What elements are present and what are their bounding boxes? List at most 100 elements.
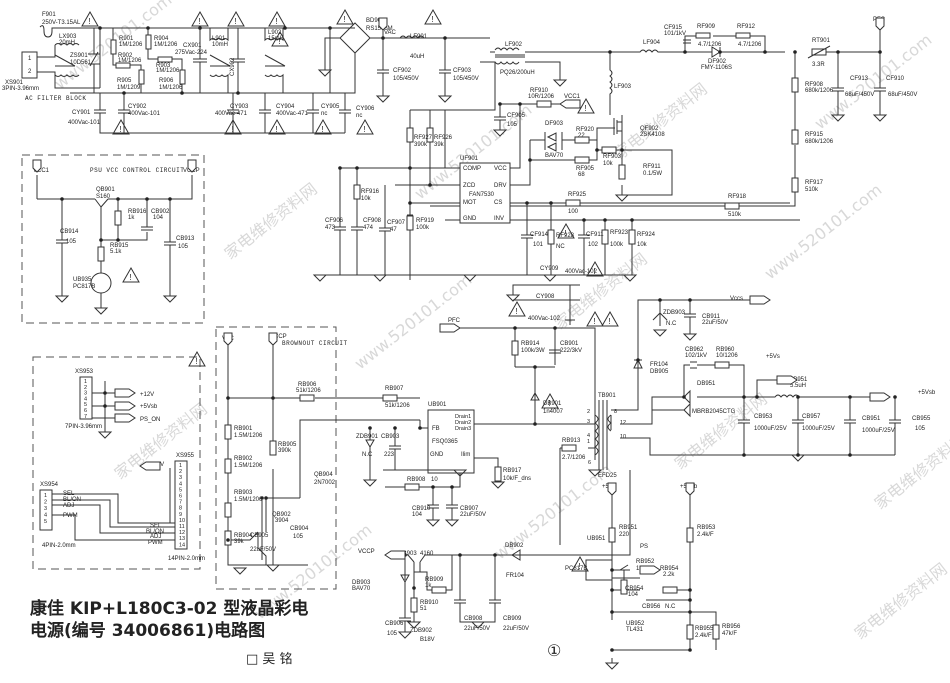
svg-text:nc: nc [356, 113, 362, 119]
svg-text:RB956: RB956 [722, 624, 741, 630]
svg-text:104: 104 [153, 215, 164, 221]
ground-icon [622, 274, 638, 282]
connector-pin-number: 11 [179, 524, 185, 530]
svg-text:CY905: CY905 [321, 104, 340, 110]
svg-text:QB902: QB902 [272, 512, 291, 518]
svg-text:1M/1206: 1M/1206 [156, 68, 180, 74]
svg-text:22uF/50V: 22uF/50V [460, 512, 486, 518]
svg-text:CB901: CB901 [560, 341, 579, 347]
svg-text:RF908: RF908 [805, 82, 824, 88]
svg-text:VCCP: VCCP [270, 334, 287, 340]
watermark-text: 家电维修资料网 [871, 429, 950, 513]
svg-text:RB909: RB909 [425, 577, 444, 583]
ground-icon [470, 621, 486, 629]
svg-text:CF913: CF913 [850, 76, 869, 82]
svg-text:2N7002: 2N7002 [314, 480, 336, 486]
svg-text:RF915: RF915 [805, 132, 824, 138]
svg-text:Drain3: Drain3 [455, 426, 471, 432]
junction-dot [742, 453, 746, 457]
junction-dot [518, 102, 522, 106]
svg-text:105/450V: 105/450V [453, 76, 479, 82]
svg-text:10k: 10k [361, 196, 372, 202]
warning-icon [271, 30, 289, 47]
svg-text:20mH: 20mH [59, 40, 75, 46]
connector-pin-number: 3 [44, 506, 47, 512]
svg-text:2SK4108: 2SK4108 [640, 132, 665, 138]
net-port-icon [875, 17, 885, 31]
watermark-text: 家电维修资料网 [551, 249, 651, 333]
svg-text:100: 100 [568, 209, 579, 215]
junction-dot [226, 538, 230, 542]
svg-text:1k: 1k [128, 215, 135, 221]
svg-text:RF928: RF928 [556, 233, 575, 239]
svg-text:RF926: RF926 [434, 135, 453, 141]
svg-text:ZDB901: ZDB901 [356, 434, 379, 440]
svg-text:PC817B: PC817B [73, 284, 95, 290]
junction-dot [658, 298, 662, 302]
svg-text:RB953: RB953 [697, 525, 716, 531]
svg-text:VCC1: VCC1 [564, 94, 581, 100]
svg-text:CB957: CB957 [802, 414, 821, 420]
svg-text:MOT: MOT [463, 200, 477, 206]
svg-text:RB955: RB955 [695, 626, 714, 632]
svg-text:RF911: RF911 [643, 164, 661, 170]
connector-pin-number: 5 [179, 487, 182, 493]
net-port-icon [384, 550, 406, 560]
svg-text:CY901: CY901 [72, 110, 91, 116]
junction-dot [848, 453, 852, 457]
junction-dot [498, 102, 502, 106]
ac-filter-block: 1 2 XS901 3PIN-3.96mm F901 250V-T3.15AL … [2, 12, 375, 134]
connector-pin-number: 7 [84, 414, 87, 420]
junction-dot [355, 166, 359, 170]
net-port-icon [378, 17, 388, 31]
svg-text:1000uF/25V: 1000uF/25V [802, 426, 835, 432]
ground-icon [505, 294, 521, 302]
warning-icon [227, 10, 245, 27]
warning-icon [224, 118, 242, 135]
svg-text:PFC: PFC [448, 318, 461, 324]
junction-dot [408, 201, 412, 205]
junction-dot [688, 598, 692, 602]
svg-text:FMY-1106S: FMY-1106S [701, 65, 732, 71]
warning-icon [601, 310, 619, 327]
svg-text:RB908: RB908 [407, 477, 426, 483]
svg-text:N.C: N.C [362, 452, 373, 458]
svg-text:400Vac-102: 400Vac-102 [528, 316, 561, 322]
junction-dot [431, 485, 435, 489]
junction-dot [793, 50, 797, 54]
svg-text:1M/1206: 1M/1206 [119, 42, 143, 48]
net-port-icon [139, 461, 161, 471]
warning-icon [268, 10, 286, 27]
svg-text:CF910: CF910 [886, 76, 905, 82]
ground-icon [652, 329, 668, 337]
svg-text:CB914: CB914 [60, 229, 79, 235]
svg-text:6: 6 [588, 460, 591, 466]
net-port-icon [223, 332, 233, 346]
svg-text:1: 1 [587, 439, 590, 445]
svg-text:5.1k: 5.1k [110, 249, 122, 255]
junction-dot [260, 496, 264, 500]
net-port-icon [607, 482, 617, 496]
connector-pin-number: 12 [179, 530, 185, 536]
svg-text:NC: NC [556, 244, 565, 250]
junction-dot [418, 426, 422, 430]
svg-text:!: ! [89, 17, 91, 26]
svg-text:DB901: DB901 [543, 401, 562, 407]
svg-text:UB952: UB952 [626, 621, 645, 627]
svg-text:+5Vsb: +5Vsb [918, 390, 936, 396]
svg-text:22uF/50V: 22uF/50V [464, 626, 490, 632]
svg-text:R902: R902 [118, 53, 133, 59]
svg-text:1M/1209: 1M/1209 [117, 85, 141, 91]
svg-text:QB901: QB901 [96, 187, 115, 193]
svg-text:RF909: RF909 [697, 24, 716, 30]
svg-text:10D561: 10D561 [70, 60, 92, 66]
net-port-icon [114, 401, 136, 411]
svg-text:10R/1206: 10R/1206 [528, 94, 555, 100]
svg-text:RF905: RF905 [576, 166, 595, 172]
svg-text:!: ! [565, 229, 567, 238]
net-port-icon [776, 375, 798, 385]
svg-text:RB952: RB952 [636, 559, 655, 565]
svg-text:!: ! [120, 125, 122, 134]
svg-text:47: 47 [390, 227, 397, 233]
svg-text:ZCD: ZCD [463, 183, 476, 189]
